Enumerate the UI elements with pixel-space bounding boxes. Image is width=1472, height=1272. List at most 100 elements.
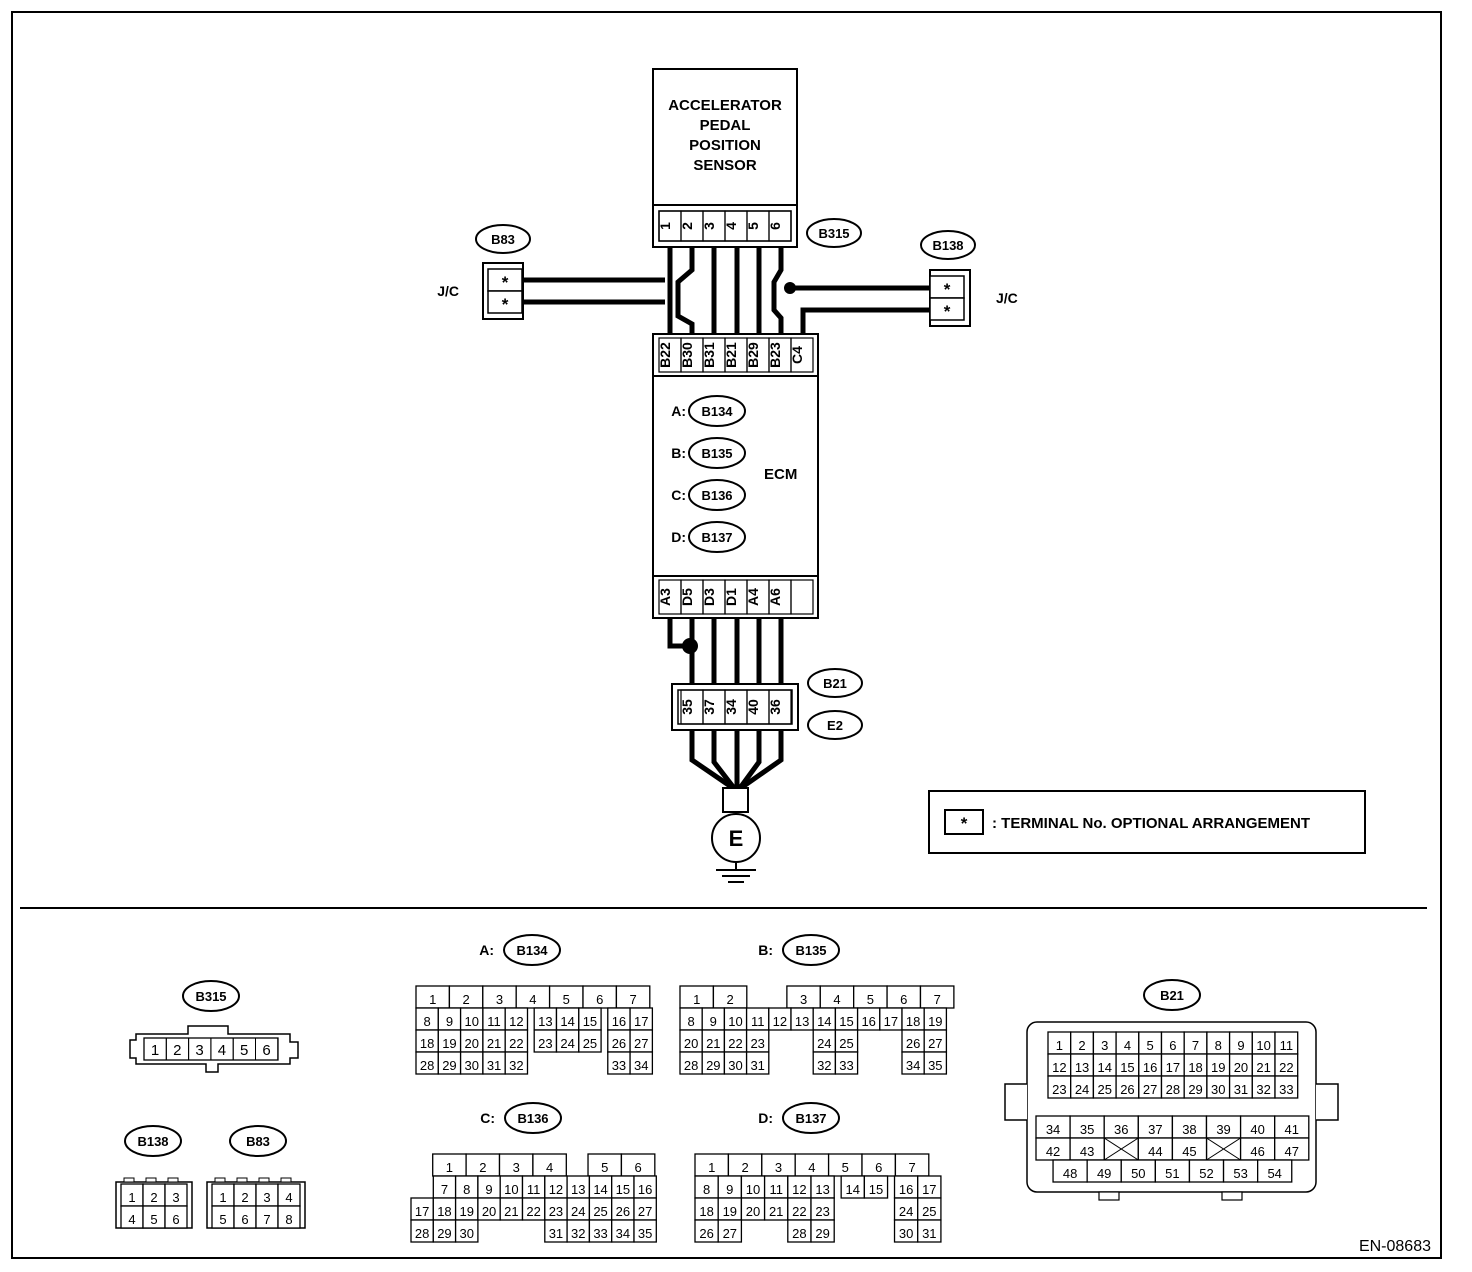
face-c-pin-24: 24 [571,1204,585,1219]
face-c-pin-6: 6 [635,1160,642,1175]
face-d-pin-23: 23 [815,1204,829,1219]
outer-frame [11,11,1442,1259]
face-b21-pin-6: 6 [1169,1038,1176,1053]
face-b21-pin-1: 1 [1056,1038,1063,1053]
ecm-top-pin-B21: B21 [723,342,739,368]
face-b-pin-20: 20 [684,1036,698,1051]
face-c-b136-tag: C:B136 [480,1102,562,1134]
face-b83-tag-name: B83 [246,1134,270,1149]
face-d-pin-28: 28 [792,1226,806,1241]
face-b-pin-13: 13 [795,1014,809,1029]
face-b-pin-24: 24 [817,1036,831,1051]
face-b-pin-16: 16 [861,1014,875,1029]
face-d-pin-10: 10 [746,1182,760,1197]
svg-text:B83: B83 [491,232,515,247]
face-b-pin-34: 34 [906,1058,920,1073]
ecm-connector-B135: B:B135 [671,437,746,469]
svg-text:B138: B138 [932,238,963,253]
face-b-pin-9: 9 [710,1014,717,1029]
face-b-pin-8: 8 [687,1014,694,1029]
face-a-pin-18: 18 [420,1036,434,1051]
face-b21-pin-11: 11 [1280,1038,1294,1053]
face-d-pin-5: 5 [842,1160,849,1175]
face-a-pin-6: 6 [596,992,603,1007]
face-b21-pin-26: 26 [1120,1082,1134,1097]
face-b-pin-11: 11 [751,1014,765,1029]
face-d-pin-1: 1 [708,1160,715,1175]
face-b-pin-12: 12 [773,1014,787,1029]
face-b21-pin-51: 51 [1165,1166,1179,1181]
face-b-b135-tag: B:B135 [758,934,840,966]
face-b315-pin-4: 4 [218,1042,226,1059]
face-c-pin-25: 25 [593,1204,607,1219]
ecm-top-pin-B31: B31 [701,342,717,368]
face-c-pin-35: 35 [638,1226,652,1241]
face-d-pin-20: 20 [746,1204,760,1219]
face-c-pin-14: 14 [593,1182,607,1197]
face-b-pin-32: 32 [817,1058,831,1073]
face-b-pin-17: 17 [884,1014,898,1029]
face-b21-pin-42: 42 [1046,1144,1060,1159]
face-c-pin-16: 16 [638,1182,652,1197]
face-b138-pin-3: 3 [172,1190,179,1205]
face-b-pin-27: 27 [928,1036,942,1051]
face-a-pin-11: 11 [487,1014,501,1029]
face-d-pin-12: 12 [792,1182,806,1197]
face-c-pin-26: 26 [616,1204,630,1219]
face-a-pin-21: 21 [487,1036,501,1051]
face-a-pin-31: 31 [487,1058,501,1073]
face-b-pin-29: 29 [706,1058,720,1073]
sensor-pin-1: 1 [657,222,673,230]
face-c-b136-tag-prefix: C: [480,1110,495,1126]
face-b21-pin-22: 22 [1279,1060,1293,1075]
face-b21-pin-37: 37 [1148,1122,1162,1137]
face-b-pin-33: 33 [839,1058,853,1073]
face-b21-pin-4: 4 [1124,1038,1131,1053]
face-b315-pin-1: 1 [151,1042,159,1059]
face-a-pin-12: 12 [509,1014,523,1029]
face-a-pin-14: 14 [560,1014,574,1029]
face-a-pin-27: 27 [634,1036,648,1051]
ecm-connector-prefix: A: [671,403,686,419]
legend: * : TERMINAL No. OPTIONAL ARRANGEMENT [928,790,1366,854]
face-b21-pin-21: 21 [1256,1060,1270,1075]
face-d-pin-17: 17 [922,1182,936,1197]
face-a-pin-29: 29 [442,1058,456,1073]
ground-symbol: E [711,787,761,883]
face-b21-pin-45: 45 [1182,1144,1196,1159]
face-d-pin-29: 29 [815,1226,829,1241]
ecm-connector-name: B136 [701,488,732,503]
face-c-pin-28: 28 [415,1226,429,1241]
face-b315-tag-name: B315 [195,989,226,1004]
face-c-pin-8: 8 [463,1182,470,1197]
face-a-pin-26: 26 [612,1036,626,1051]
face-b83-pin-5: 5 [219,1212,226,1227]
face-b315-pin-5: 5 [240,1042,248,1059]
face-c-pin-31: 31 [549,1226,563,1241]
face-a-pin-30: 30 [465,1058,479,1073]
face-b21-pin-16: 16 [1143,1060,1157,1075]
face-b138-pin-1: 1 [128,1190,135,1205]
face-b21-pin-49: 49 [1097,1166,1111,1181]
face-d-pin-31: 31 [922,1226,936,1241]
ecm-bottom-pin-D3: D3 [701,588,717,606]
face-a-pin-2: 2 [462,992,469,1007]
face-d-pin-27: 27 [723,1226,737,1241]
face-b-pin-21: 21 [706,1036,720,1051]
face-b21-pin-44: 44 [1148,1144,1162,1159]
face-b21-pin-38: 38 [1182,1122,1196,1137]
face-c-pin-11: 11 [527,1182,541,1197]
face-b21-pin-54: 54 [1267,1166,1281,1181]
face-a-pin-24: 24 [560,1036,574,1051]
face-b138-tag-name: B138 [137,1134,168,1149]
figure-id: EN-08683 [1359,1238,1431,1255]
face-c-pin-27: 27 [638,1204,652,1219]
